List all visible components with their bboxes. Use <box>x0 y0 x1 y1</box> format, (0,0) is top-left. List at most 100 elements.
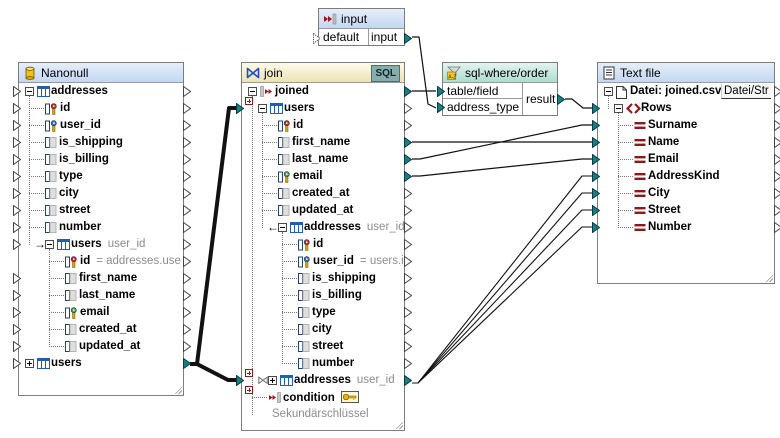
output-port[interactable] <box>183 273 191 284</box>
tree-row-city[interactable]: City <box>592 185 780 202</box>
address-type-port[interactable] <box>437 102 445 113</box>
output-port[interactable] <box>404 256 412 267</box>
tree-row-email[interactable]: email <box>13 304 191 321</box>
tree-row-created-at[interactable]: created_at <box>13 321 191 338</box>
tree-row-street[interactable]: Street <box>592 202 780 219</box>
tree-row-first-name[interactable]: first_name <box>13 270 191 287</box>
output-port[interactable] <box>774 205 780 216</box>
wire-input-to-address-type[interactable] <box>412 36 437 109</box>
expand-toggle[interactable] <box>25 359 34 368</box>
tree-row-is-billing[interactable]: is_billing <box>242 287 412 304</box>
input-port[interactable] <box>13 341 21 352</box>
tree-row-addresses[interactable]: addresses <box>13 83 191 100</box>
output-port[interactable] <box>404 222 412 233</box>
tree-row-last-name[interactable]: last_name <box>13 287 191 304</box>
input-port[interactable] <box>592 188 600 199</box>
wire-result-to-rows[interactable] <box>565 98 592 109</box>
tree-row-city[interactable]: city <box>242 321 412 338</box>
input-port[interactable] <box>13 103 21 114</box>
collapse-toggle[interactable] <box>45 240 54 249</box>
add-join-input-icon[interactable] <box>245 386 253 394</box>
collapse-toggle[interactable] <box>258 104 267 113</box>
output-port[interactable] <box>183 120 191 131</box>
join-header[interactable]: join SQL <box>242 63 404 83</box>
wire-addresses-to-textfile-field[interactable] <box>412 192 592 384</box>
input-default-port[interactable] <box>313 33 321 44</box>
output-port[interactable] <box>774 137 780 148</box>
output-port[interactable] <box>183 324 191 335</box>
output-port[interactable] <box>774 188 780 199</box>
tree-row-created-at[interactable]: created_at <box>242 185 412 202</box>
input-port[interactable] <box>13 120 21 131</box>
output-port[interactable] <box>183 86 191 97</box>
input-port[interactable] <box>236 103 244 114</box>
output-port[interactable] <box>404 341 412 352</box>
output-port[interactable] <box>774 86 780 97</box>
output-port[interactable] <box>183 239 191 250</box>
file-path-button[interactable]: Datei/Str <box>721 84 771 99</box>
tree-row-id[interactable]: id <box>13 100 191 117</box>
output-port[interactable] <box>404 103 412 114</box>
output-port[interactable] <box>404 137 412 148</box>
output-port[interactable] <box>404 324 412 335</box>
input-header[interactable]: input <box>319 9 404 29</box>
resize-grip[interactable] <box>395 421 403 429</box>
output-port[interactable] <box>404 358 412 369</box>
tree-row-street[interactable]: street <box>242 338 412 355</box>
tree-row-rows[interactable]: Rows <box>592 100 780 117</box>
output-port[interactable] <box>183 290 191 301</box>
sql-where-input-address-type[interactable]: address_type <box>443 99 523 115</box>
tree-row-sekund-rschl-ssel[interactable]: Sekundärschlüssel <box>242 406 404 423</box>
input-output-port[interactable] <box>404 33 412 44</box>
sql-where-input-table-field[interactable]: table/field <box>443 83 523 99</box>
collapse-toggle[interactable] <box>25 87 34 96</box>
collapse-toggle[interactable] <box>604 87 613 96</box>
input-port[interactable] <box>13 307 21 318</box>
tree-row-street[interactable]: street <box>13 202 191 219</box>
wire-addresses-to-textfile-field[interactable] <box>412 175 592 384</box>
input-port[interactable] <box>13 222 21 233</box>
wire-users-to-join-users[interactable] <box>190 106 236 366</box>
resize-grip[interactable] <box>174 386 182 394</box>
output-port[interactable] <box>404 375 412 386</box>
output-port[interactable] <box>404 86 412 97</box>
output-port[interactable] <box>404 307 412 318</box>
nanonull-header[interactable]: Nanonull <box>19 63 183 83</box>
output-port[interactable] <box>774 154 780 165</box>
input-port[interactable] <box>592 103 600 114</box>
result-port[interactable] <box>557 94 565 105</box>
expand-toggle[interactable] <box>268 376 277 385</box>
output-port[interactable] <box>774 171 780 182</box>
tree-row-email[interactable]: email <box>242 168 412 185</box>
input-port[interactable] <box>13 171 21 182</box>
tree-row-condition[interactable]: condition <box>242 389 404 406</box>
output-port[interactable] <box>404 120 412 131</box>
table-field-port[interactable] <box>437 86 445 97</box>
output-port[interactable] <box>404 273 412 284</box>
tree-row-user-id[interactable]: user_id= users.i <box>242 253 412 270</box>
output-port[interactable] <box>183 205 191 216</box>
output-port[interactable] <box>183 171 191 182</box>
tree-row-number[interactable]: number <box>13 219 191 236</box>
sql-where-order-component[interactable]: A-Z sql-where/order table/field address_… <box>437 62 565 116</box>
resize-grip[interactable] <box>765 274 773 282</box>
output-port[interactable] <box>404 205 412 216</box>
tree-row-user-id[interactable]: user_id <box>13 117 191 134</box>
tree-row-id[interactable]: id <box>242 117 412 134</box>
sql-button[interactable]: SQL <box>371 65 400 82</box>
tree-row-first-name[interactable]: first_name <box>242 134 412 151</box>
wire-users-to-join-addresses[interactable] <box>190 362 236 382</box>
input-default-cell[interactable]: default <box>319 29 369 45</box>
input-port[interactable] <box>13 358 21 369</box>
tree-row-type[interactable]: type <box>13 168 191 185</box>
output-port[interactable] <box>183 222 191 233</box>
tree-row-city[interactable]: city <box>13 185 191 202</box>
wire-addresses-to-textfile-field[interactable] <box>412 226 592 384</box>
input-port[interactable] <box>592 154 600 165</box>
text-file-header[interactable]: Text file <box>598 63 774 83</box>
